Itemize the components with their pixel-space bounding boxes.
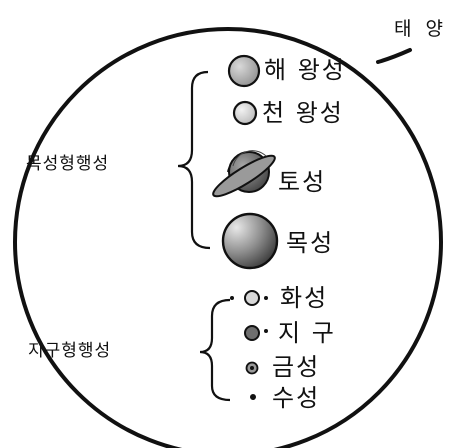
neptune-planet <box>229 56 259 86</box>
jupiter-label: 목성 <box>286 231 334 255</box>
uranus-label: 천 왕성 <box>262 101 344 125</box>
earth-label: 지 구 <box>278 321 336 345</box>
sun-label: 태 양 <box>394 20 447 39</box>
venus-planet <box>247 363 258 374</box>
neptune-label: 해 왕성 <box>264 58 346 82</box>
terrestrial-group-label: 지구형행성 <box>28 343 111 360</box>
jovian-group-label: 목성형행성 <box>26 156 109 173</box>
jupiter-planet <box>223 214 277 268</box>
saturn-label: 토성 <box>278 170 326 194</box>
sun-pointer-line <box>378 50 410 62</box>
saturn-planet <box>209 150 279 202</box>
mars-label: 화성 <box>280 286 328 310</box>
uranus-planet <box>234 102 256 124</box>
venus-label: 금성 <box>272 355 320 379</box>
mars-planet <box>230 291 268 305</box>
terrestrial-group-brace <box>200 300 230 400</box>
mercury-planet <box>250 394 256 400</box>
mercury-label: 수성 <box>272 386 320 410</box>
jovian-group-brace <box>178 72 210 248</box>
earth-planet <box>245 326 268 340</box>
